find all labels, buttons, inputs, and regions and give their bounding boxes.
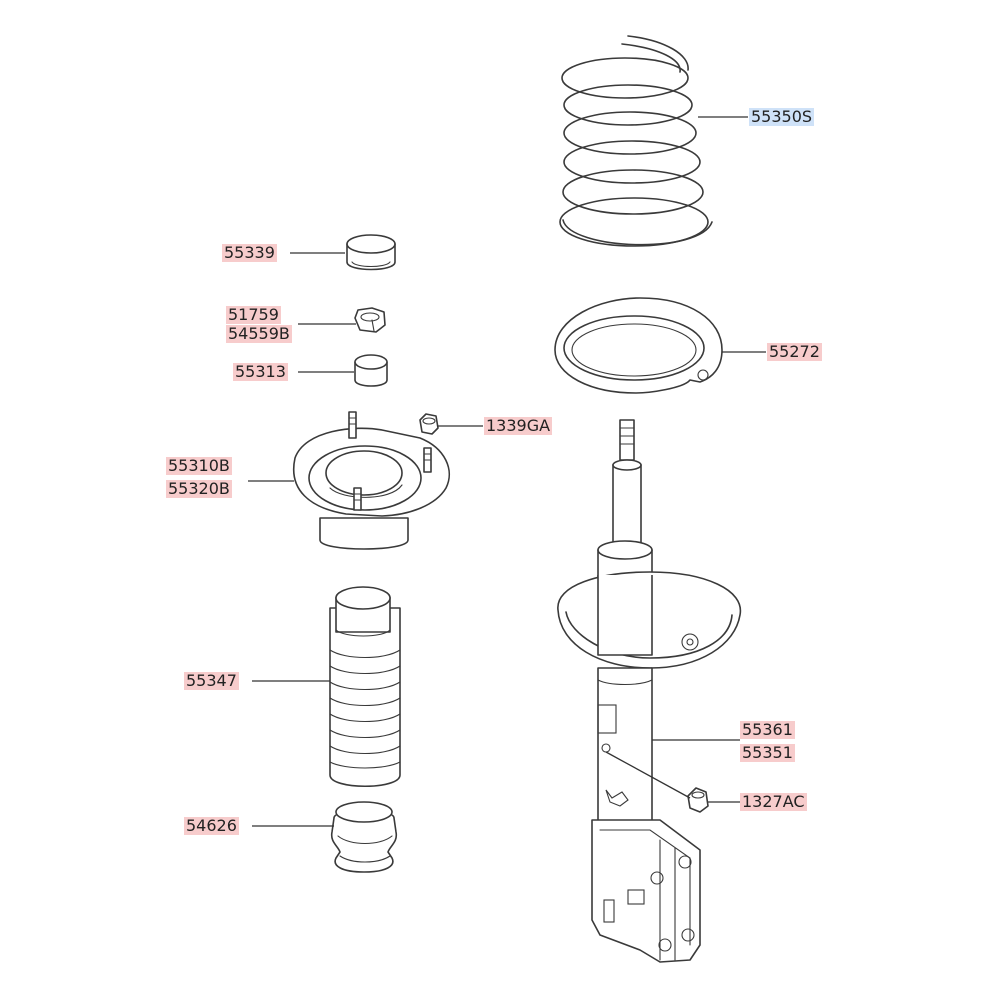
label-bump-stopper[interactable]: 54626: [184, 816, 239, 835]
label-dust-cover[interactable]: 55347: [184, 671, 239, 690]
coil-spring-drawing[interactable]: [559, 35, 713, 247]
mount-nut-drawing[interactable]: [419, 413, 439, 435]
label-strut-mount-2[interactable]: 55320B: [166, 479, 232, 498]
bump-stopper-drawing[interactable]: [330, 801, 398, 873]
label-strut-assembly-1[interactable]: 55361: [740, 720, 795, 739]
label-spring-pad[interactable]: 55272: [767, 342, 822, 361]
label-strut-assembly-2[interactable]: 55351: [740, 743, 795, 762]
dust-cap-drawing[interactable]: [346, 234, 396, 271]
label-mount-nut[interactable]: 1339GA: [484, 416, 553, 435]
label-strut-mount-1[interactable]: 55310B: [166, 456, 232, 475]
strut-assembly-drawing[interactable]: [557, 419, 742, 963]
leader-lines: [248, 116, 766, 827]
label-lock-nut-2[interactable]: 54559B: [226, 324, 292, 343]
spring-pad-drawing[interactable]: [554, 297, 723, 394]
label-lock-nut-1[interactable]: 51759: [226, 305, 281, 324]
label-bushing[interactable]: 55313: [233, 362, 288, 381]
label-bracket-nut[interactable]: 1327AC: [740, 792, 807, 811]
label-dust-cap[interactable]: 55339: [222, 243, 277, 262]
lock-nut-drawing[interactable]: [354, 307, 386, 333]
bracket-nut-drawing[interactable]: [687, 787, 709, 813]
bushing-drawing[interactable]: [354, 354, 388, 387]
strut-mount-drawing[interactable]: [292, 411, 451, 550]
label-coil-spring[interactable]: 55350S: [749, 107, 815, 126]
dust-cover-drawing[interactable]: [329, 586, 401, 788]
